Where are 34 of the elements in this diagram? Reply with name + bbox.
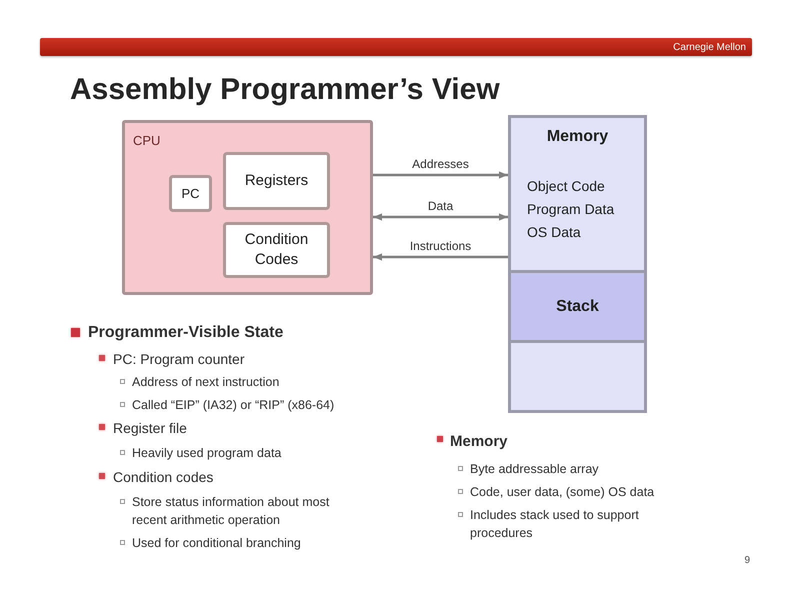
bullet-text: Heavily used program data — [132, 445, 282, 462]
slide-title: Assembly Programmer’s View — [70, 72, 500, 108]
bullet-text: Address of next instruction — [132, 374, 280, 391]
arrow — [373, 253, 508, 261]
stack-region — [511, 270, 644, 340]
bullet-text: PC: Program counter — [113, 350, 244, 369]
box-title: Memory — [546, 128, 610, 146]
bullet-text: Includes stack used to support procedures — [470, 507, 640, 542]
edge-label: Addresses — [410, 157, 471, 171]
arrow — [373, 171, 508, 179]
box-label: Registers — [244, 171, 308, 191]
box-title: CPU — [133, 133, 160, 148]
bullet-text: Byte addressable array — [470, 461, 599, 478]
bullet-text: Called “EIP” (IA32) or “RIP” (x86-64) — [132, 397, 334, 414]
bullet-heading: Memory — [450, 432, 508, 452]
page-number: 9 — [743, 555, 750, 566]
box-label: Stack — [556, 298, 599, 316]
box-label: Condition Codes — [244, 230, 310, 270]
arrow — [373, 213, 508, 221]
register-box — [169, 175, 212, 212]
register-box — [223, 222, 330, 278]
bullet-text: Condition codes — [113, 468, 214, 487]
bullet-text: Used for conditional branching — [132, 535, 301, 552]
box-text: Object Code Program Data OS Data — [527, 177, 616, 242]
bullet-heading: Programmer-Visible State — [88, 323, 284, 343]
cpu-block — [122, 120, 373, 295]
memory-block — [508, 115, 647, 413]
bullet-text: Code, user data, (some) OS data — [470, 484, 654, 501]
bullet-text: Register file — [113, 419, 187, 438]
bullet-text: Store status information about most recent arithmetic operation — [132, 494, 330, 529]
edge-label: Data — [426, 199, 456, 213]
register-box — [223, 152, 330, 210]
box-label: PC — [181, 184, 200, 202]
header-text: Carnegie Mellon — [673, 41, 746, 54]
